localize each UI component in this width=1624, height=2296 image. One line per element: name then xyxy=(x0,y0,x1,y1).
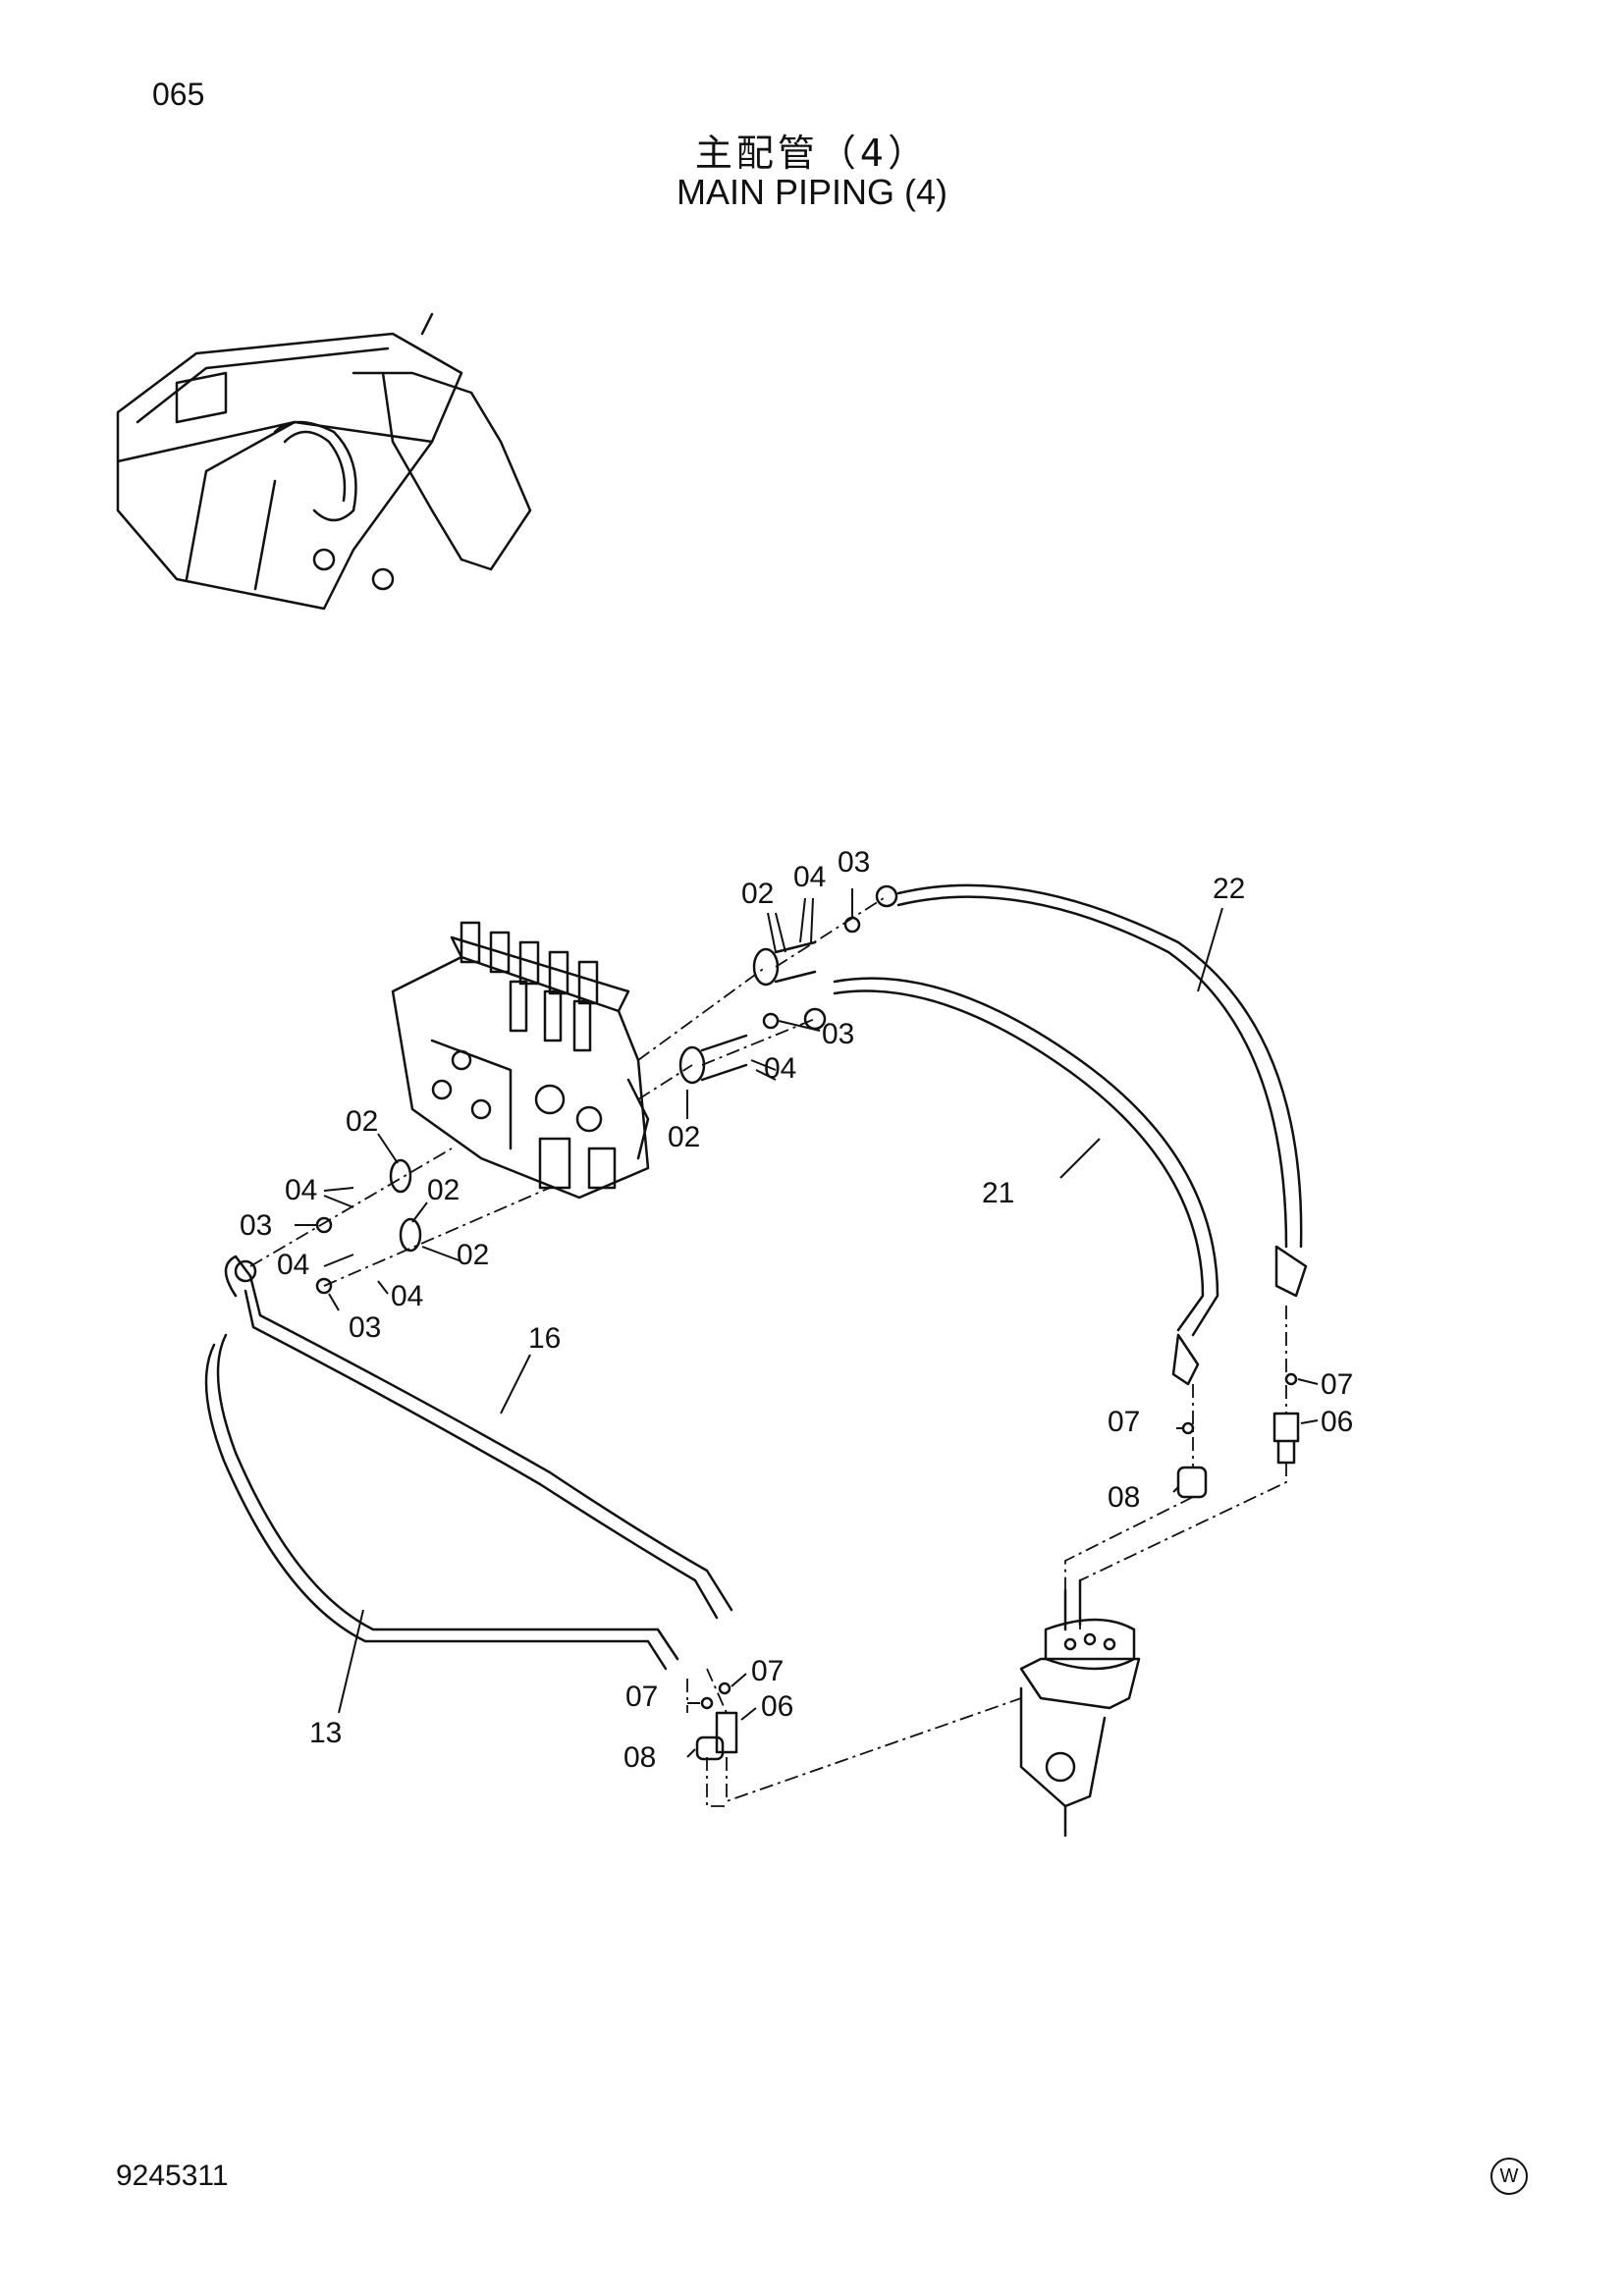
callout-04: 04 xyxy=(764,1052,796,1085)
callout-07: 07 xyxy=(625,1681,658,1713)
fitting-08-left xyxy=(695,1735,725,1761)
fitting-06-right xyxy=(1272,1412,1300,1465)
callout-03: 03 xyxy=(822,1018,854,1050)
callout-07: 07 xyxy=(751,1655,784,1687)
machine-overview-sketch xyxy=(116,312,532,611)
hose-21 xyxy=(833,977,1219,1386)
callout-03: 03 xyxy=(349,1311,381,1344)
callout-04: 04 xyxy=(391,1280,423,1312)
callout-16: 16 xyxy=(528,1322,561,1355)
callout-02: 02 xyxy=(668,1121,700,1153)
w-mark: W xyxy=(1490,2158,1528,2195)
fitting-08-right xyxy=(1176,1466,1208,1499)
callout-07: 07 xyxy=(1321,1368,1353,1401)
callout-06: 06 xyxy=(1321,1406,1353,1438)
hose-22 xyxy=(896,883,1308,1298)
callout-22: 22 xyxy=(1213,873,1245,905)
callout-21: 21 xyxy=(982,1177,1014,1209)
callout-08: 08 xyxy=(623,1741,656,1774)
callout-07: 07 xyxy=(1108,1406,1140,1438)
control-valve-block xyxy=(391,921,650,1200)
title-english: MAIN PIPING (4) xyxy=(676,172,948,212)
callout-08: 08 xyxy=(1108,1481,1140,1514)
document-code: 9245311 xyxy=(116,2160,229,2192)
callout-03: 03 xyxy=(838,846,870,879)
callout-02: 02 xyxy=(346,1105,378,1138)
callout-02: 02 xyxy=(457,1239,489,1271)
flange-02-mid-right xyxy=(678,1034,748,1085)
hose-16 xyxy=(244,1274,733,1620)
callout-02: 02 xyxy=(427,1174,460,1206)
callout-02: 02 xyxy=(741,878,774,910)
flange-02-top-right xyxy=(752,940,817,987)
callout-numbers: 02 04 03 22 03 04 02 21 02 04 02 03 04 0… xyxy=(240,846,1353,1774)
callout-04: 04 xyxy=(277,1249,309,1281)
callout-04: 04 xyxy=(793,861,826,893)
fitting-06-left xyxy=(715,1711,738,1754)
hose-13 xyxy=(204,1255,679,1671)
title-chinese: 主配管（4） xyxy=(694,132,930,175)
flange-02-left-lower xyxy=(399,1217,422,1253)
callout-03: 03 xyxy=(240,1209,272,1242)
page-number: 065 xyxy=(152,77,205,112)
flange-02-left-upper xyxy=(389,1158,412,1194)
callout-13: 13 xyxy=(309,1717,342,1749)
callout-04: 04 xyxy=(285,1174,317,1206)
callout-06: 06 xyxy=(761,1690,793,1723)
leader-lines xyxy=(295,888,1319,1758)
